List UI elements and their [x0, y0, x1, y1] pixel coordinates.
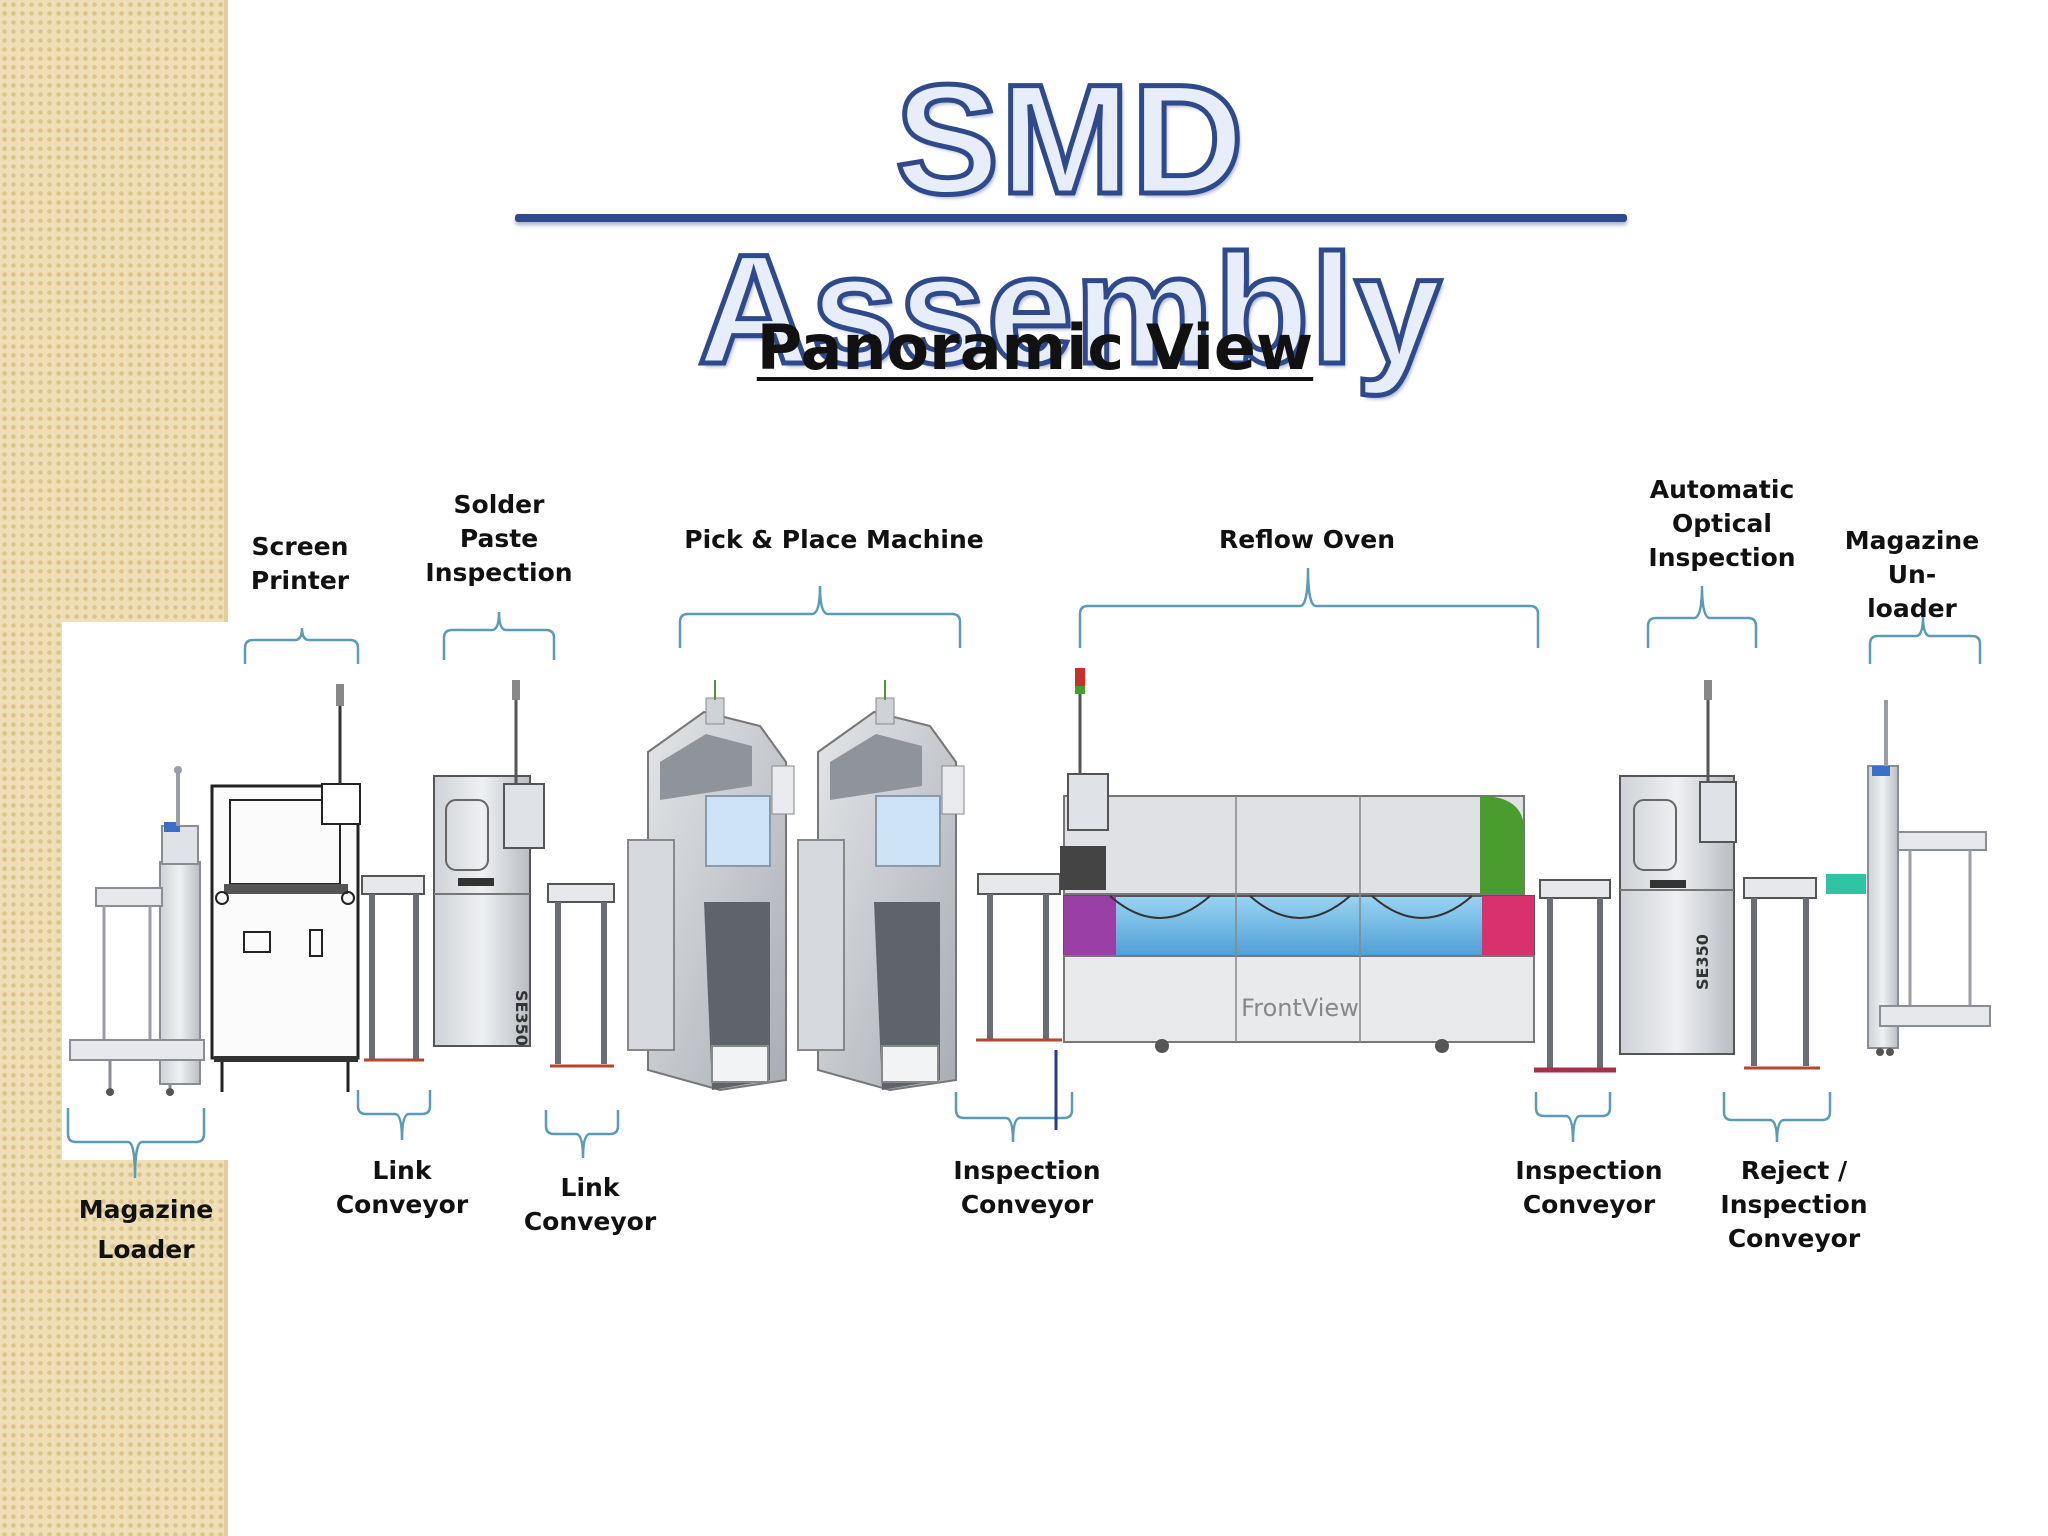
svg-text:SE350: SE350: [512, 990, 531, 1046]
label-screen-printer: Screen Printer: [250, 532, 350, 595]
reflow-oven-machine: FrontView: [1060, 668, 1535, 1053]
svg-text:SE350: SE350: [1693, 934, 1712, 990]
inspection-conveyor-2-machine: [1534, 879, 1616, 1073]
magazine-unloader-machine: [1867, 700, 1991, 1056]
slide-title: SMD Assembly: [695, 53, 1444, 398]
slide-subtitle: Panoramic View: [756, 311, 1314, 384]
label-magazine-loader: Magazine Loader: [78, 1195, 214, 1264]
screen-printer-machine: [210, 684, 361, 1092]
label-link-conveyor-2: Link Conveyor: [523, 1173, 657, 1236]
bracket-screen-printer: [243, 627, 360, 664]
bracket-spi: [442, 611, 556, 660]
label-pick-place-machine: Pick & Place Machine: [684, 525, 984, 554]
reject-conveyor-machine: [1743, 874, 1866, 1070]
label-brackets: [66, 567, 1982, 1179]
bracket-inspection-conveyor-1: [954, 1092, 1074, 1143]
bracket-reject-conveyor: [1722, 1092, 1832, 1143]
label-magazine-unloader: Magazine Un-loader: [1844, 526, 1980, 623]
label-reject-inspection-conveyor: Reject / Inspection Conveyor: [1720, 1156, 1868, 1253]
aoi-machine: SE350: [1619, 680, 1737, 1055]
bracket-magazine-unloader: [1868, 615, 1982, 664]
label-solder-paste-inspection: Solder Paste Inspection: [425, 490, 573, 587]
label-automatic-optical-inspection: Automatic Optical Inspection: [1648, 475, 1796, 572]
label-reflow-oven: Reflow Oven: [1218, 525, 1396, 554]
link-conveyor-1-machine: [361, 875, 425, 1062]
link-conveyor-2-machine: [547, 883, 615, 1068]
bracket-inspection-conveyor-2: [1534, 1092, 1612, 1143]
label-inspection-conveyor-2: Inspection Conveyor: [1515, 1156, 1663, 1219]
spi-machine: SE350: [433, 680, 545, 1047]
pick-place-machine-2: [797, 680, 965, 1092]
bracket-pick-place: [678, 585, 962, 648]
inspection-conveyor-1-machine: [976, 873, 1062, 1130]
oven-front-label: FrontView: [1241, 994, 1359, 1022]
bracket-reflow-oven: [1078, 567, 1540, 648]
pick-place-machine-1: [627, 680, 795, 1092]
magazine-loader-machine: [69, 766, 205, 1096]
bracket-link-conveyor-2: [544, 1110, 620, 1159]
bracket-link-conveyor-1: [356, 1090, 432, 1141]
bracket-aoi: [1646, 585, 1758, 648]
label-inspection-conveyor-1: Inspection Conveyor: [953, 1156, 1101, 1219]
title-underline: [515, 214, 1627, 222]
bracket-magazine-loader: [66, 1108, 206, 1179]
label-link-conveyor-1: Link Conveyor: [335, 1156, 469, 1219]
